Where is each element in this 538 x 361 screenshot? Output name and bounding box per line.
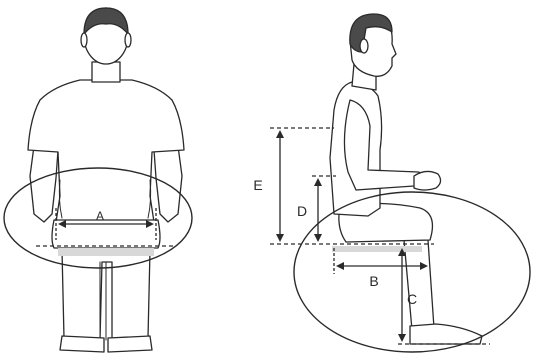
side-view-seat-shading [332, 246, 422, 252]
back-view-seat-shading [58, 248, 154, 256]
side-view-lower-leg [404, 240, 434, 330]
label-d: D [297, 203, 307, 219]
measurement-e [270, 128, 334, 244]
measurement-c [398, 248, 406, 342]
label-b: B [369, 273, 378, 289]
back-view-left-arm [30, 146, 58, 222]
back-view-neck [92, 62, 120, 82]
label-c: C [407, 291, 417, 307]
label-e: E [253, 177, 262, 193]
label-a: A [96, 209, 104, 223]
side-view-hand [414, 171, 441, 190]
